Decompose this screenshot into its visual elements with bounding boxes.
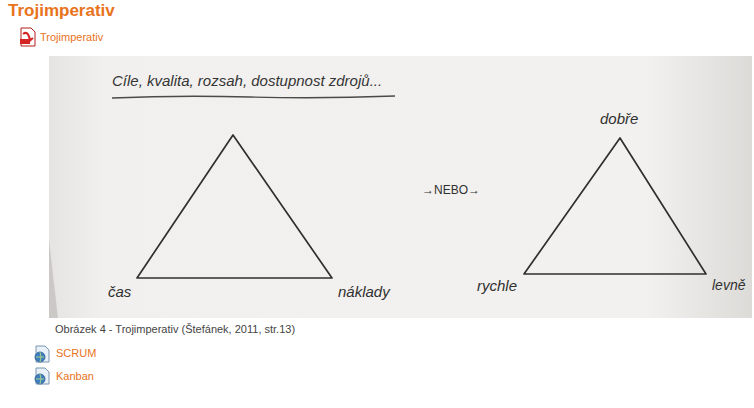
resource-link: Kanban [56, 370, 94, 383]
corner-label: čas [108, 283, 131, 301]
connector-word: →NEBO→ [422, 183, 480, 197]
corner-label: dobře [600, 110, 638, 128]
corner-label: levně [712, 277, 745, 294]
pdf-icon [20, 28, 35, 46]
resource-link: Trojimperativ [40, 31, 103, 44]
corner-label: náklady [338, 283, 390, 301]
url-icon [35, 368, 49, 384]
url-icon [35, 346, 49, 362]
handwritten-note: Cíle, kvalita, rozsah, dostupnost zdrojů… [112, 72, 382, 90]
underline-stroke [112, 96, 395, 98]
corner-label: rychle [477, 277, 517, 295]
triangle-outline [137, 135, 332, 278]
page-title: Trojimperativ [8, 1, 115, 21]
resource-link: SCRUM [56, 347, 96, 360]
photo-background [49, 56, 752, 318]
triangle-outline [524, 138, 706, 274]
figure-caption: Obrázek 4 - Trojimperativ (Štefánek, 201… [55, 323, 295, 336]
photo-shadow [49, 240, 58, 318]
